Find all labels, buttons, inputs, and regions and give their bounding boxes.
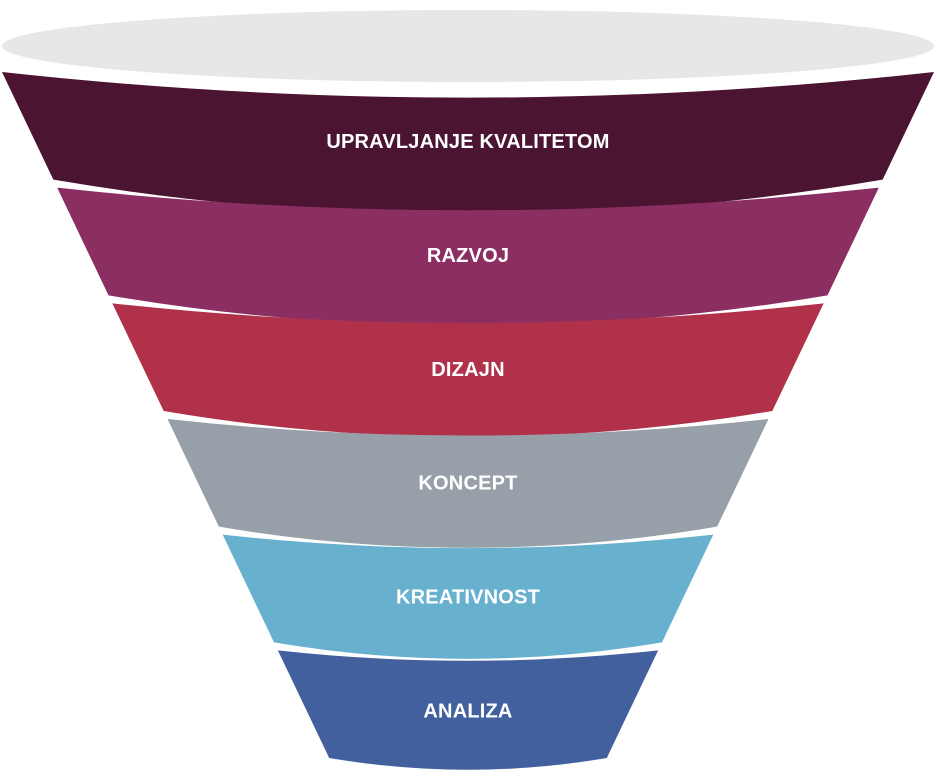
funnel-stage-1: UPRAVLJANJE KVALITETOM: [2, 72, 934, 215]
funnel-band-4: [167, 419, 769, 548]
funnel-stage-label-1: UPRAVLJANJE KVALITETOM: [326, 131, 609, 153]
funnel-band-5: [222, 534, 714, 659]
funnel-stage-label-4: KONCEPT: [418, 473, 517, 495]
funnel-stage-label-5: KREATIVNOST: [396, 587, 540, 609]
funnel-stage-6: ANALIZA: [277, 650, 659, 770]
funnel-stage-4: KONCEPT: [167, 419, 769, 548]
funnel-stage-label-3: DIZAJN: [431, 359, 504, 381]
funnel-stage-label-6: ANALIZA: [423, 700, 512, 722]
funnel-band-1: [2, 72, 934, 215]
funnel-stage-3: DIZAJN: [112, 303, 824, 437]
funnel-band-3: [112, 303, 824, 437]
funnel-stage-5: KREATIVNOST: [222, 534, 714, 659]
funnel-stage-2: RAZVOJ: [57, 187, 879, 326]
funnel-top-rim: [2, 10, 934, 82]
funnel-band-2: [57, 187, 879, 326]
funnel-band-6: [277, 650, 659, 770]
funnel-stage-label-2: RAZVOJ: [427, 245, 509, 267]
